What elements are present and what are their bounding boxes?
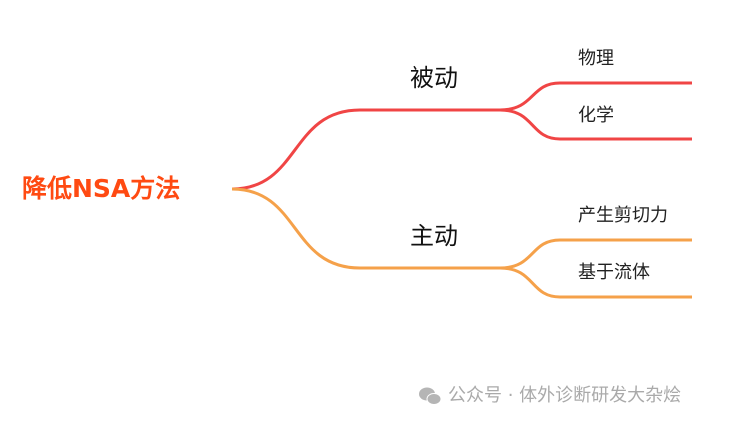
wechat-icon <box>419 387 442 405</box>
branch-node-passive: 被动 <box>410 64 458 92</box>
leaf-node-fluid: 基于流体 <box>578 262 650 283</box>
watermark: 公众号 · 体外诊断研发大杂烩 <box>418 386 681 406</box>
watermark-text: 公众号 · 体外诊断研发大杂烩 <box>448 385 682 406</box>
leaf-line-fluid <box>499 266 692 299</box>
branch-line-active <box>231 187 500 270</box>
leaf-line-physical <box>499 81 692 112</box>
leaf-line-chemical <box>499 108 692 141</box>
branch-node-active: 主动 <box>410 222 458 250</box>
leaf-node-chemical: 化学 <box>578 105 614 126</box>
leaf-node-shear: 产生剪切力 <box>578 205 668 226</box>
leaf-line-shear <box>499 238 692 270</box>
root-node: 降低NSA方法 <box>22 174 181 203</box>
leaf-node-physical: 物理 <box>578 48 614 69</box>
branch-line-passive <box>231 108 500 191</box>
